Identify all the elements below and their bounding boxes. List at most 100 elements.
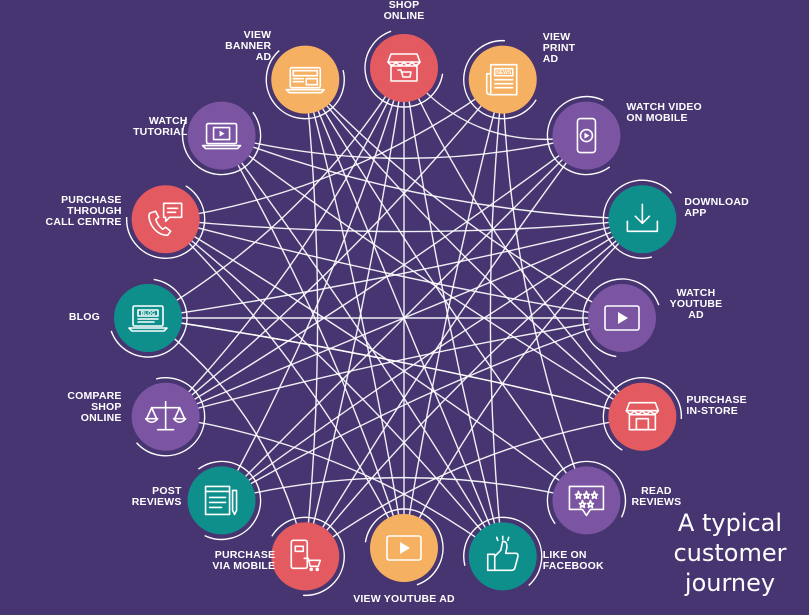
node-ring bbox=[602, 179, 683, 259]
node-circle bbox=[608, 382, 677, 451]
label-blog: BLOG bbox=[68, 311, 100, 323]
journey-link bbox=[502, 79, 588, 501]
journey-link bbox=[221, 476, 587, 502]
journey-link bbox=[147, 67, 405, 319]
download-icon bbox=[626, 203, 659, 233]
node-circle bbox=[187, 466, 256, 535]
play-screen-icon bbox=[604, 305, 640, 331]
node-ring bbox=[265, 516, 345, 597]
node-circle bbox=[271, 45, 340, 114]
journey-link bbox=[304, 67, 405, 557]
journey-link bbox=[304, 79, 643, 418]
laptop-blog-icon: BLOG bbox=[128, 305, 168, 332]
node-ring bbox=[265, 39, 345, 120]
journey-link bbox=[221, 218, 643, 501]
mobile-cart-icon bbox=[290, 539, 322, 572]
label-watch-tutorial: WATCH TUTORIAL bbox=[133, 114, 188, 138]
node-purchase-via-mobile bbox=[265, 516, 345, 597]
node-ring bbox=[463, 516, 543, 597]
node-ring bbox=[181, 95, 262, 176]
laptop-play-icon bbox=[201, 122, 242, 150]
node-read-reviews bbox=[546, 460, 627, 541]
label-shop-online: SHOP ONLINE bbox=[383, 0, 425, 22]
node-circle bbox=[468, 522, 537, 591]
journey-link bbox=[147, 317, 643, 418]
storefront-cart-icon bbox=[387, 53, 421, 82]
mobile-play-icon bbox=[576, 117, 597, 154]
svg-text:NEWS: NEWS bbox=[496, 70, 512, 76]
node-ring bbox=[364, 508, 444, 588]
journey-link bbox=[304, 79, 587, 501]
journey-link bbox=[165, 79, 504, 418]
node-ring bbox=[602, 377, 683, 457]
node-view-print-ad: NEWS bbox=[463, 39, 543, 120]
journey-link bbox=[221, 135, 643, 418]
node-watch-video-mobile bbox=[546, 95, 627, 176]
journey-nodes: NEWS BLOG bbox=[108, 28, 683, 597]
node-post-reviews bbox=[181, 460, 262, 541]
thumbs-up-icon bbox=[486, 535, 519, 572]
journey-link bbox=[165, 416, 504, 557]
journey-link bbox=[165, 218, 405, 549]
node-purchase-call-centre bbox=[125, 179, 206, 259]
node-ring bbox=[546, 460, 627, 541]
journey-link bbox=[489, 79, 504, 557]
node-ring bbox=[582, 278, 662, 358]
node-view-banner-ad bbox=[265, 39, 345, 120]
star-reviews-icon bbox=[568, 485, 605, 517]
journey-link bbox=[165, 135, 587, 418]
label-compare-shop-online: COMPARE SHOP ONLINE bbox=[67, 389, 122, 424]
node-shop-online bbox=[364, 28, 444, 108]
label-view-banner-ad: VIEW BANNER AD bbox=[225, 28, 272, 63]
laptop-banner-icon bbox=[285, 66, 326, 94]
newspaper-icon: NEWS bbox=[485, 63, 518, 96]
label-post-reviews: POST REVIEWS bbox=[131, 485, 182, 509]
label-view-print-ad: VIEW PRINT AD bbox=[542, 30, 576, 65]
label-download-app: DOWNLOAD APP bbox=[684, 196, 749, 220]
label-purchase-in-store: PURCHASE IN-STORE bbox=[686, 393, 747, 417]
phone-chat-icon bbox=[148, 202, 183, 237]
document-pen-icon bbox=[204, 485, 238, 516]
journey-link bbox=[304, 135, 587, 557]
label-view-youtube-ad: VIEW YOUTUBE AD bbox=[353, 593, 455, 605]
node-circle bbox=[187, 101, 256, 170]
node-circle bbox=[552, 466, 621, 535]
node-ring bbox=[463, 39, 543, 120]
journey-link bbox=[165, 218, 623, 319]
node-circle bbox=[370, 34, 438, 102]
label-watch-video-mobile: WATCH VIDEO ON MOBILE bbox=[626, 100, 702, 124]
node-compare-shop-online bbox=[125, 377, 206, 457]
label-like-on-facebook: LIKE ON FACEBOOK bbox=[542, 549, 604, 573]
node-ring bbox=[125, 377, 206, 457]
label-purchase-call-centre: PURCHASE THROUGH CALL CENTRE bbox=[45, 194, 122, 229]
journey-link bbox=[165, 218, 504, 557]
journey-link bbox=[165, 218, 587, 501]
journey-link bbox=[165, 218, 643, 233]
journey-link bbox=[403, 218, 643, 549]
node-ring bbox=[181, 460, 262, 541]
node-watch-tutorial bbox=[181, 95, 262, 176]
journey-link bbox=[403, 79, 504, 549]
scales-icon bbox=[144, 400, 187, 431]
journey-link bbox=[221, 135, 504, 557]
journey-link bbox=[304, 218, 643, 557]
svg-text:BLOG: BLOG bbox=[141, 311, 156, 317]
node-watch-youtube-ad bbox=[582, 278, 662, 358]
node-ring bbox=[108, 278, 188, 358]
node-circle bbox=[271, 522, 340, 591]
node-download-app bbox=[602, 179, 683, 259]
node-ring bbox=[364, 28, 444, 108]
node-view-youtube-ad bbox=[364, 508, 444, 588]
journey-link bbox=[165, 67, 405, 418]
journey-link bbox=[221, 317, 623, 502]
journey-link bbox=[220, 135, 405, 549]
journey-link bbox=[304, 79, 623, 319]
node-ring bbox=[546, 95, 627, 176]
storefront-icon bbox=[625, 401, 660, 431]
node-purchase-in-store bbox=[602, 377, 683, 457]
node-ring bbox=[125, 179, 206, 259]
node-like-on-facebook bbox=[463, 516, 543, 597]
diagram-caption: A typical customer journey bbox=[673, 509, 787, 597]
label-watch-youtube-ad: WATCH YOUTUBE AD bbox=[669, 287, 723, 321]
